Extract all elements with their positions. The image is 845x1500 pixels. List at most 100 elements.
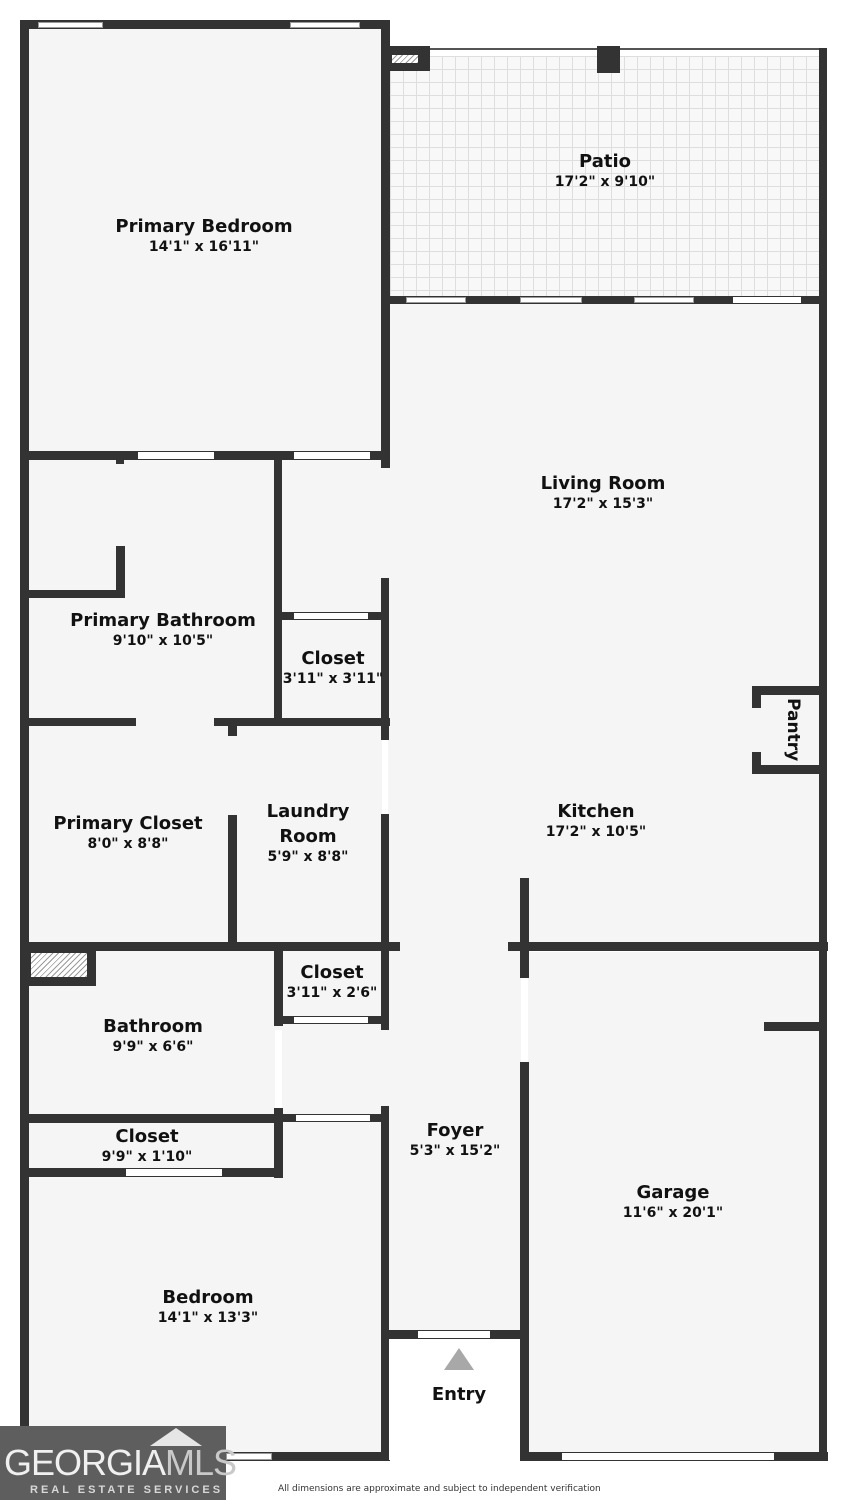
room-dimensions: 3'11" x 2'6" (286, 985, 378, 1001)
room-dimensions: 17'2" x 9'10" (554, 174, 656, 190)
wall (20, 942, 400, 951)
room-name: Laundry (266, 801, 350, 822)
room-label-closet-3: Closet 9'9" x 1'10" (102, 1126, 193, 1166)
doorway (733, 297, 801, 303)
room-name: Closet (300, 962, 364, 983)
room-label-entry: Entry (432, 1384, 486, 1406)
wall (388, 296, 820, 304)
wall (28, 590, 125, 598)
doorway (382, 740, 388, 814)
wall (228, 815, 237, 947)
room-name: Garage (636, 1182, 710, 1203)
room-label-foyer: Foyer 5'3" x 15'2" (410, 1120, 501, 1160)
wall (274, 950, 283, 1026)
room-name: Primary Closet (53, 813, 203, 834)
window (290, 22, 360, 28)
doorway (294, 452, 370, 459)
wall (116, 546, 125, 598)
room-label-garage: Garage 11'6" x 20'1" (623, 1182, 723, 1222)
front-door (418, 1331, 490, 1338)
logo-brand-mls: MLS (165, 1442, 237, 1483)
wall (274, 1108, 283, 1178)
room-label-closet-1: Closet 3'11" x 3'11" (283, 648, 383, 688)
disclaimer-text: All dimensions are approximate and subje… (278, 1484, 601, 1494)
window (520, 297, 582, 303)
room-name: Kitchen (557, 801, 635, 822)
room-dimensions: 5'3" x 15'2" (409, 1143, 501, 1159)
room-name: Foyer (426, 1120, 484, 1141)
wall (381, 20, 390, 460)
wall (381, 458, 390, 468)
room-label-kitchen: Kitchen 17'2" x 10'5" (546, 801, 646, 841)
wall (274, 458, 282, 720)
wall (228, 724, 237, 736)
hatched-fixture (30, 952, 88, 978)
room-pantry-floor (761, 695, 819, 765)
room-garage-floor (528, 952, 820, 1452)
wall (752, 686, 822, 695)
room-dimensions: 14'1" x 16'11" (148, 239, 260, 255)
room-dimensions: 9'9" x 6'6" (112, 1039, 194, 1055)
room-label-primary-closet: Primary Closet 8'0" x 8'8" (53, 813, 202, 853)
room-label-patio: Patio 17'2" x 9'10" (555, 151, 655, 191)
window (406, 297, 466, 303)
room-dimensions: 17'2" x 15'3" (552, 496, 654, 512)
georgia-mls-logo: GEORGIAMLS REAL ESTATE SERVICES (0, 1426, 237, 1500)
room-name: Bathroom (103, 1016, 203, 1037)
garage-door (562, 1453, 774, 1460)
entry-arrow-icon (444, 1348, 474, 1370)
wall (520, 1062, 529, 1460)
wall (381, 578, 389, 740)
wall (752, 765, 822, 774)
doorway (126, 1169, 222, 1176)
room-label-laundry-room: Laundry Room 5'9" x 8'8" (267, 801, 350, 866)
room-name: Primary Bathroom (70, 610, 256, 631)
logo-brand-georgia: GEORGIA (4, 1442, 166, 1483)
room-label-primary-bedroom: Primary Bedroom 14'1" x 16'11" (115, 216, 292, 256)
room-name: Primary Bedroom (115, 216, 293, 237)
wall (20, 20, 390, 29)
room-name: Bedroom (162, 1287, 254, 1308)
doorway (296, 1115, 370, 1121)
room-name: Patio (578, 151, 631, 172)
room-name: Entry (431, 1384, 487, 1405)
doorway (138, 452, 214, 459)
room-dimensions: 9'10" x 10'5" (112, 633, 214, 649)
wall (508, 942, 828, 951)
room-patio-floor (390, 56, 820, 298)
room-name: Living Room (540, 473, 666, 494)
room-label-bedroom: Bedroom 14'1" x 13'3" (158, 1287, 258, 1327)
wall (819, 48, 827, 1460)
wall (116, 458, 124, 464)
wall (214, 718, 390, 726)
room-dimensions: 8'0" x 8'8" (87, 836, 169, 852)
wall (520, 878, 529, 978)
window (634, 297, 694, 303)
wall (28, 718, 136, 726)
window (226, 1453, 272, 1460)
hatched-fixture (391, 54, 419, 64)
room-dimensions: 11'6" x 20'1" (622, 1205, 724, 1221)
room-name: Closet (301, 648, 365, 669)
wall (764, 1022, 822, 1031)
doorway (521, 978, 528, 1062)
wall (20, 20, 29, 1460)
room-dimensions: 17'2" x 10'5" (545, 824, 647, 840)
doorway (275, 1030, 282, 1110)
logo-wordmark: GEORGIAMLS (4, 1442, 237, 1484)
room-dimensions: 3'11" x 3'11" (282, 671, 384, 687)
wall (752, 752, 761, 774)
doorway (294, 613, 368, 619)
room-label-pantry: Pantry (783, 698, 803, 762)
room-dimensions: 14'1" x 13'3" (157, 1310, 259, 1326)
wall (597, 46, 620, 73)
room-dimensions: 9'9" x 1'10" (101, 1149, 193, 1165)
room-dimensions: 5'9" x 8'8" (267, 849, 349, 865)
room-label-living-room: Living Room 17'2" x 15'3" (541, 473, 666, 513)
room-bedroom-floor (28, 1176, 382, 1452)
roof-icon (150, 1428, 202, 1446)
logo-tagline: REAL ESTATE SERVICES (30, 1484, 224, 1496)
wall (381, 814, 389, 948)
wall (381, 1106, 389, 1460)
